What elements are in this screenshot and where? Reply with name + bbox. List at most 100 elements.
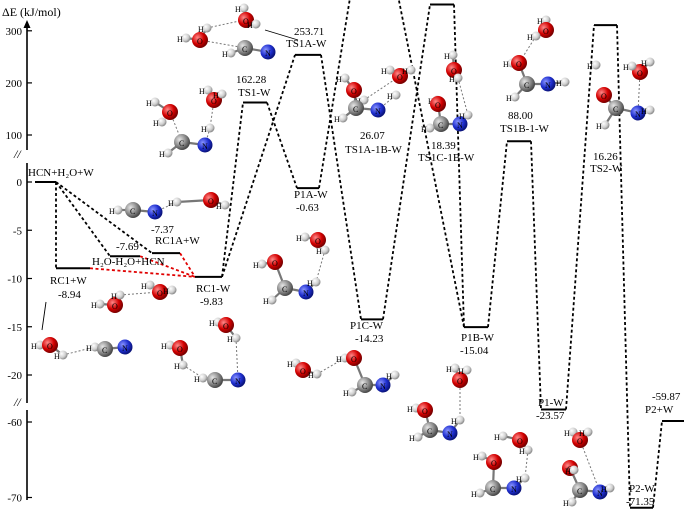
atom-h [520, 473, 530, 483]
atom-letter: H [556, 79, 562, 88]
atom-letter: H [161, 342, 167, 351]
atom-letter: H [596, 122, 602, 131]
atom-h [531, 31, 541, 41]
atom-h [35, 340, 45, 350]
atom-h [172, 197, 182, 207]
atom-letter: O [491, 459, 497, 468]
atom-letter: H [563, 499, 569, 508]
level-value: -59.87 [652, 391, 681, 403]
pathway-connector [397, 0, 465, 328]
atom-letter: N [447, 430, 453, 439]
atom-h [217, 89, 227, 99]
atom-letter: H [336, 355, 342, 364]
level-label: P1B-W [461, 332, 495, 344]
energy-level-ts2w: TS2-W16.26 [590, 24, 623, 175]
atom-n [375, 377, 391, 393]
energy-level-hcn: HCN+H₂O+W [28, 167, 94, 183]
leader-line [264, 29, 299, 41]
atom-letter: H [343, 389, 349, 398]
atom-o [310, 232, 326, 248]
level-label: HCN+H₂O+W [28, 167, 94, 179]
atom-h [178, 360, 188, 370]
atom-letter: N [511, 485, 517, 494]
atom-letter: H [201, 125, 207, 134]
atom-c [422, 422, 438, 438]
atom-c [485, 480, 501, 496]
level-value: 88.00 [508, 110, 533, 122]
level-value: -0.63 [296, 202, 319, 214]
atom-h [145, 280, 155, 290]
atom-letter: H [402, 67, 408, 76]
atom-h [390, 370, 400, 380]
energy-level-rc1pw: RC1+W-8.94 [50, 267, 90, 301]
atom-letter: O [157, 289, 163, 298]
atom-letter: O [112, 302, 118, 311]
atom-h [150, 97, 160, 107]
atom-letter: H [381, 67, 387, 76]
atom-n [147, 204, 163, 220]
atom-h [406, 65, 416, 75]
atom-o [42, 337, 58, 353]
atom-h [163, 148, 173, 158]
atom-letter: H [519, 447, 525, 456]
atom-letter: H [253, 261, 259, 270]
pathway-connector [487, 141, 508, 328]
pathway-connector [565, 25, 595, 410]
atom-letter: H [163, 287, 169, 296]
atom-h [498, 431, 508, 441]
atom-letter: H [91, 301, 97, 310]
atom-letter: H [537, 17, 543, 26]
atom-letter: H [386, 372, 392, 381]
atom-h [463, 110, 473, 120]
atom-h [413, 432, 423, 442]
energy-level-ts1b1w: TS1B-1-W88.00 [500, 110, 550, 143]
atom-n [370, 102, 386, 118]
atom-o [511, 55, 527, 71]
atom-h [198, 373, 208, 383]
atom-letter: H [198, 25, 204, 34]
atom-letter: H [222, 50, 228, 59]
y-axis-label: ΔE (kJ/mol) [2, 5, 61, 19]
atom-h [391, 90, 401, 100]
atom-o [430, 96, 446, 112]
atom-o [572, 432, 588, 448]
atom-h [311, 277, 321, 287]
atom-letter: N [122, 344, 128, 353]
level-value: -7.37 [151, 224, 174, 236]
atom-h [267, 295, 277, 305]
atom-letter: H [296, 234, 302, 243]
axis-break-mark: // [13, 147, 22, 161]
level-value: 253.71 [294, 26, 324, 38]
atom-letter: H [216, 202, 222, 211]
atom-h [181, 33, 191, 43]
atom-letter: H [213, 91, 219, 100]
level-label: RC1+W [50, 275, 87, 287]
atom-h [569, 465, 579, 475]
atom-letter: O [637, 69, 643, 78]
atom-letter: N [152, 209, 158, 218]
atom-letter: H [109, 207, 115, 216]
energy-level-ts1a1b: TS1A-1B-W26.07 [345, 130, 402, 156]
atom-n [452, 116, 468, 132]
atom-letter: O [351, 87, 357, 96]
atom-h [226, 48, 236, 58]
level-value: -7.69 [116, 241, 139, 253]
atom-h [239, 3, 249, 13]
atom-letter: N [375, 107, 381, 116]
atom-h [448, 50, 458, 60]
atom-n [630, 105, 646, 121]
energy-level-p2w: P2-W-71.35 [626, 483, 655, 509]
atom-o [512, 432, 528, 448]
pathway-connector [89, 267, 196, 278]
atom-letter: O [451, 67, 457, 76]
atom-h [203, 85, 213, 95]
atom-h [251, 19, 261, 29]
atom-o [452, 372, 468, 388]
atom-h [359, 95, 369, 105]
atom-letter: O [517, 437, 523, 446]
atom-letter: H [31, 342, 37, 351]
level-label: P1A-W [294, 189, 328, 201]
